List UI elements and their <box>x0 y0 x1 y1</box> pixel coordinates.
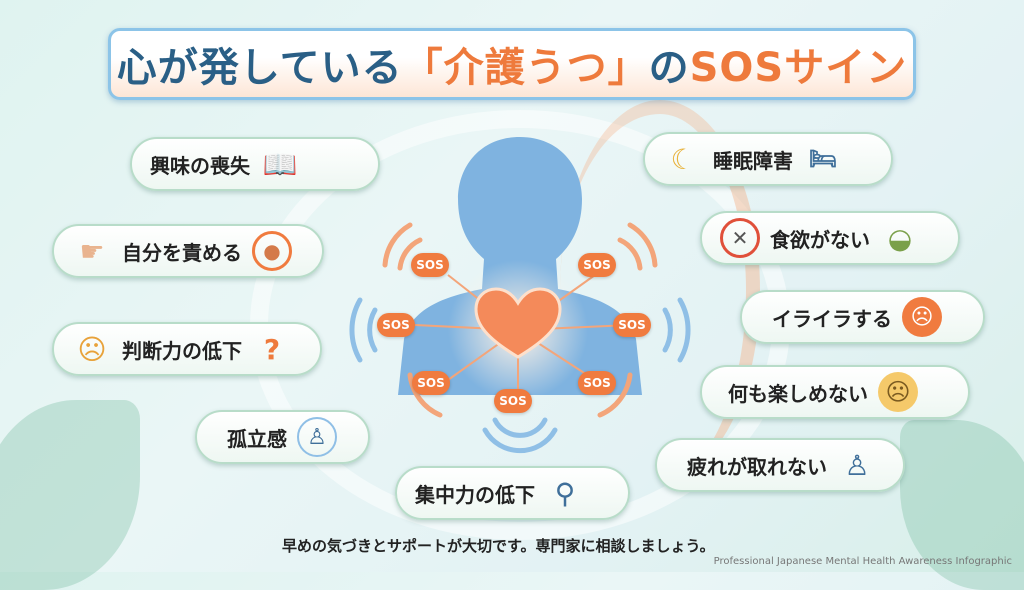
book-hobby-icon: 📖 <box>262 147 298 181</box>
sos-badge: SOS <box>377 313 415 337</box>
distressed-person-icon: ● <box>252 231 292 271</box>
bowl-icon: ◒ <box>887 221 913 255</box>
sign-label: 興味の喪失 <box>150 153 250 178</box>
sos-badge: SOS <box>412 371 450 395</box>
angry-face-icon: ☹ <box>902 297 942 337</box>
no-food-icon: ✕ <box>720 218 760 258</box>
sos-badge: SOS <box>613 313 651 337</box>
sad-face-icon: ☹ <box>878 372 918 412</box>
sign-sleep-disorder: ☾ 睡眠障害 🛏 <box>643 132 893 186</box>
confused-face-icon: ☹ <box>77 332 107 366</box>
title-highlight: 「介護うつ」 <box>402 45 649 91</box>
sign-anhedonia: 何も楽しめない ☹ <box>700 365 970 419</box>
isolated-person-icon: ♙ <box>297 417 337 457</box>
person-silhouette <box>349 137 691 454</box>
tired-person-icon: ♙ <box>844 448 870 482</box>
sign-label: 食欲がない <box>770 227 870 252</box>
sign-isolation: 孤立感 ♙ <box>195 410 370 464</box>
sign-label: 睡眠障害 <box>713 148 793 173</box>
heart-icon <box>474 287 562 359</box>
sign-label: イライラする <box>772 306 892 331</box>
sign-label: 疲れが取れない <box>687 454 827 479</box>
sign-poor-concentration: 集中力の低下 ⚲ <box>395 466 630 520</box>
leaf-decoration <box>0 400 140 590</box>
sos-badge: SOS <box>494 389 532 413</box>
sign-label: 集中力の低下 <box>415 482 535 507</box>
credit-text: Professional Japanese Mental Health Awar… <box>713 556 1012 567</box>
sos-badge: SOS <box>411 253 449 277</box>
pointing-finger-icon: ☛ <box>79 234 105 268</box>
moon-icon: ☾ <box>670 142 696 176</box>
sign-label: 孤立感 <box>227 426 287 451</box>
sos-badge: SOS <box>578 371 616 395</box>
question-mark-icon: ? <box>263 332 281 366</box>
sign-label: 何も楽しめない <box>728 381 868 406</box>
title-text: 心が発している <box>116 45 403 91</box>
title-highlight: SOSサイン <box>689 45 908 91</box>
sign-label: 判断力の低下 <box>122 338 242 363</box>
sign-self-blame: ☛ 自分を責める ● <box>52 224 324 278</box>
sign-label: 自分を責める <box>122 240 242 265</box>
sign-no-appetite: ✕ 食欲がない ◒ <box>700 211 960 265</box>
footer-message: 早めの気づきとサポートが大切です。専門家に相談しましょう。 <box>282 537 715 555</box>
sign-irritability: イライラする ☹ <box>740 290 985 344</box>
bed-icon: 🛏 <box>809 146 837 172</box>
sos-badge: SOS <box>578 253 616 277</box>
sign-persistent-fatigue: 疲れが取れない ♙ <box>655 438 905 492</box>
sign-loss-of-interest: 興味の喪失 📖 <box>130 137 380 191</box>
sign-poor-judgment: ☹ 判断力の低下 ? <box>52 322 322 376</box>
title-text: の <box>648 45 690 91</box>
magnifier-icon: ⚲ <box>554 476 576 510</box>
